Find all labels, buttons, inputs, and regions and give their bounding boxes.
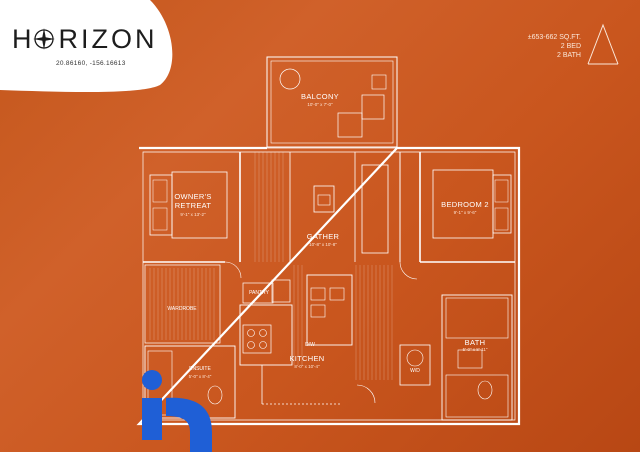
plan-outline <box>136 56 521 426</box>
room-balcony-dim: 10'-0" x 7'-0" <box>307 102 333 107</box>
room-kitchen-label: KITCHEN <box>289 354 325 363</box>
room-pantry-label: PANTRY <box>249 290 269 296</box>
unit-sqft: ±653-662 SQ.FT. <box>527 34 581 41</box>
room-ensuite-label: ENSUITE <box>189 366 211 372</box>
room-owners-label: OWNER'S RETREAT <box>174 192 212 210</box>
unit-beds: 2 BED <box>560 43 581 50</box>
room-kitchen-dim: 8'-0" x 10'-4" <box>294 364 320 369</box>
room-bath-dim: 5'-0" x 8'-11" <box>462 347 488 352</box>
room-balcony-label: BALCONY <box>301 92 339 101</box>
floor-hatch <box>149 152 393 380</box>
room-bath-label: BATH <box>464 338 486 347</box>
room-gather-dim: 10'-8" x 10'-8" <box>309 242 337 247</box>
brand: HORIZON 20.86160, -156.16613 <box>0 0 180 90</box>
room-wd-label: W/D <box>410 368 420 374</box>
brand-coordinates: 20.86160, -156.16613 <box>56 60 126 67</box>
room-bedroom2-dim: 9'-1" x 9'-6" <box>453 210 477 215</box>
room-wardrobe-label: WARDROBE <box>167 306 197 312</box>
room-dw-label: D/W <box>305 342 315 348</box>
room-gather-label: GATHER <box>306 232 340 241</box>
room-owners-dim: 9'-1" x 13'-2" <box>180 212 206 217</box>
room-bedroom2-label: BEDROOM 2 <box>441 200 489 209</box>
unit-letter-graphic <box>587 23 619 65</box>
unit-info: ±653-662 SQ.FT. 2 BED 2 BATH <box>478 33 581 60</box>
compass-rose-icon <box>32 27 56 51</box>
unit-baths: 2 BATH <box>557 52 581 59</box>
room-ensuite-dim: 5'-0" x 8'-4" <box>188 374 212 379</box>
